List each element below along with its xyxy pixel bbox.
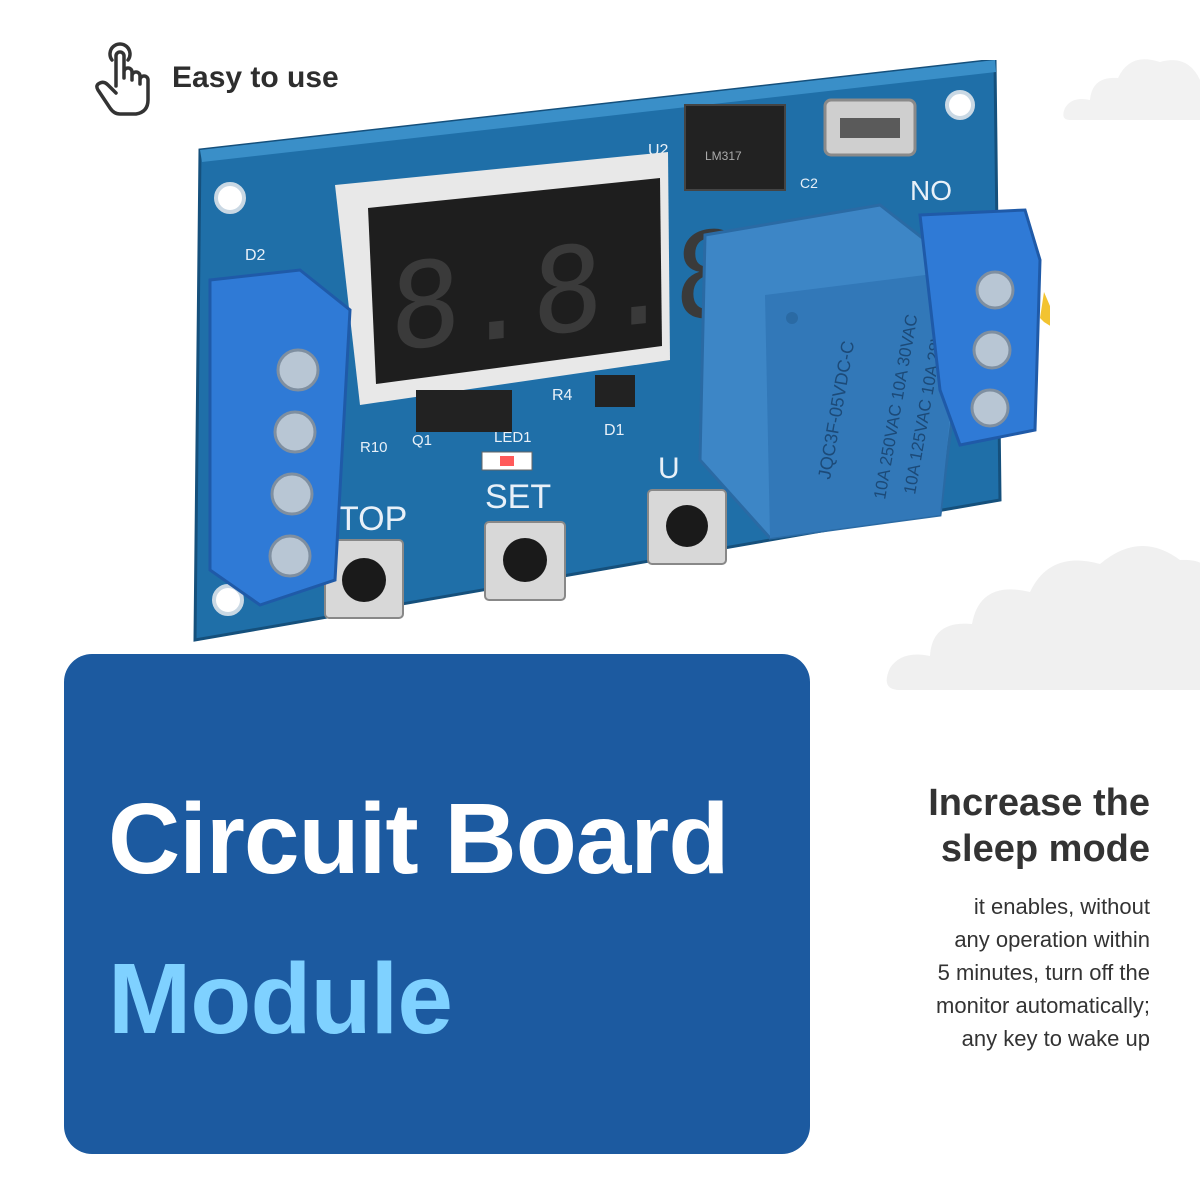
terminal-block-right: [918, 208, 1042, 447]
feature-description: it enables, without any operation within…: [850, 890, 1150, 1055]
button-stop: [324, 539, 404, 619]
label-q1: Q1: [412, 432, 432, 449]
label-no: NO: [910, 175, 952, 206]
button-up: [647, 489, 727, 565]
card-title-line2: Module: [108, 943, 453, 1055]
label-d2: D2: [245, 247, 266, 264]
circuit-board-image: LM317 U2 C2 NO D2 8.8.8. R4 D1 R10 Q1 LE…: [180, 58, 1064, 660]
label-d1: D1: [604, 422, 625, 439]
tap-hand-icon: [95, 42, 150, 116]
label-r4: R4: [552, 387, 573, 404]
label-set: SET: [485, 478, 551, 516]
label-up: U: [658, 452, 680, 485]
feature-title-line2: sleep mode: [940, 828, 1150, 870]
feature-title: Increase the sleep mode: [830, 780, 1150, 872]
card-title-line1: Circuit Board: [108, 783, 729, 895]
feature-desc-line: monitor automatically;: [936, 993, 1150, 1018]
cloud-top-right: [1063, 59, 1200, 120]
header-label: Easy to use: [172, 61, 339, 94]
label-led1: LED1: [494, 429, 532, 446]
cloud-mid-right: [886, 546, 1200, 690]
feature-title-line1: Increase the: [928, 782, 1150, 824]
regulator-label: LM317: [705, 149, 742, 163]
header: Easy to use: [92, 38, 339, 118]
terminal-block-left: [208, 268, 352, 607]
feature-desc-line: it enables, without: [973, 894, 1150, 919]
button-set: [484, 521, 566, 601]
title-card: Circuit Board Module: [64, 654, 810, 1154]
label-r10: R10: [360, 439, 388, 456]
feature-desc-line: any operation within: [954, 927, 1150, 952]
feature-desc-line: any key to wake up: [961, 1026, 1150, 1051]
star-icon: [1040, 292, 1064, 330]
label-c2: C2: [800, 175, 818, 191]
label-stop: TOP: [338, 500, 407, 538]
feature-desc-line: 5 minutes, turn off the: [937, 960, 1150, 985]
circuit-board-drawing: LM317 U2 C2 NO D2 8.8.8. R4 D1 R10 Q1 LE…: [193, 58, 1064, 642]
